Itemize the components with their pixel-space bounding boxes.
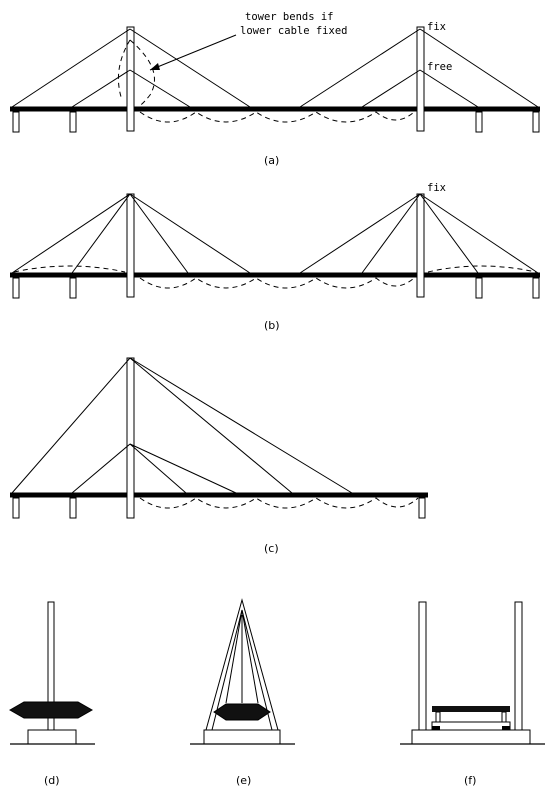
pier bbox=[418, 497, 426, 519]
deck-section-d bbox=[8, 701, 94, 719]
annotation-fix-b: fix bbox=[427, 182, 446, 194]
pier bbox=[69, 277, 77, 299]
tower-a-left bbox=[126, 26, 135, 132]
cable bbox=[129, 443, 187, 494]
cable bbox=[419, 193, 539, 274]
label-e: (e) bbox=[236, 774, 251, 787]
tower-f-left bbox=[418, 601, 427, 731]
pier bbox=[475, 277, 483, 299]
cable bbox=[129, 193, 189, 274]
tower-f-right bbox=[514, 601, 523, 731]
cable bbox=[361, 69, 421, 108]
label-c: (c) bbox=[264, 542, 279, 555]
cable bbox=[361, 193, 421, 274]
label-b: (b) bbox=[264, 319, 280, 332]
cable bbox=[11, 193, 131, 274]
tower-b-left bbox=[126, 193, 135, 298]
arrow-head bbox=[150, 63, 160, 70]
panel-c: (c) bbox=[10, 357, 428, 555]
cable bbox=[129, 357, 353, 494]
pier bbox=[69, 497, 77, 519]
annotation-fix-a: fix bbox=[427, 21, 446, 33]
pier-cap-f bbox=[411, 729, 531, 745]
deck-section-e bbox=[213, 703, 271, 721]
tower-c bbox=[126, 357, 135, 519]
tower-bend-dashed-2 bbox=[117, 39, 131, 101]
deck-deflection-c bbox=[139, 497, 419, 509]
panel-f: (f) bbox=[400, 601, 545, 787]
pier bbox=[69, 111, 77, 133]
cable bbox=[241, 609, 259, 704]
annotation-arrow bbox=[149, 34, 237, 71]
cable bbox=[129, 443, 237, 494]
deck-deflection-a bbox=[139, 111, 415, 123]
deck-deflection-b-right bbox=[427, 265, 537, 273]
cable bbox=[129, 69, 191, 108]
cable bbox=[11, 357, 131, 494]
annotation-tower-bends-line1: tower bends if bbox=[245, 11, 334, 23]
cable bbox=[129, 357, 293, 494]
pier bbox=[12, 497, 20, 519]
annotation-tower-bends-line2: lower cable fixed bbox=[240, 25, 347, 37]
pier bbox=[12, 277, 20, 299]
tower-bend-dashed bbox=[129, 39, 155, 111]
label-d: (d) bbox=[44, 774, 60, 787]
cable bbox=[129, 193, 251, 274]
panel-a: tower bends if lower cable fixed fix fre… bbox=[10, 11, 540, 167]
cable bbox=[299, 28, 421, 108]
panel-e: (e) bbox=[190, 598, 295, 787]
annotation-free-a: free bbox=[427, 61, 452, 73]
tower-a-right bbox=[416, 26, 425, 132]
label-f: (f) bbox=[464, 774, 476, 787]
pier bbox=[475, 111, 483, 133]
pier bbox=[532, 277, 540, 299]
cable bbox=[71, 193, 131, 274]
cable bbox=[225, 609, 243, 704]
cable bbox=[419, 193, 479, 274]
cable bbox=[419, 28, 539, 108]
deck-deflection-b bbox=[139, 277, 415, 289]
pier-cap-e bbox=[203, 729, 281, 745]
panel-d: (d) bbox=[8, 601, 95, 787]
pier bbox=[532, 111, 540, 133]
deck-deflection-b-left bbox=[13, 265, 126, 273]
label-a: (a) bbox=[264, 154, 279, 167]
cable bbox=[71, 69, 131, 108]
cable bbox=[11, 28, 131, 108]
pier bbox=[12, 111, 20, 133]
deck-section-f bbox=[432, 706, 510, 712]
tower-b-right bbox=[416, 193, 425, 298]
bearing-f bbox=[502, 726, 510, 730]
deck-girder-f bbox=[431, 721, 511, 731]
cable bbox=[299, 193, 421, 274]
cable bbox=[71, 443, 131, 494]
bearing-f bbox=[432, 726, 440, 730]
panel-b: fix (b) bbox=[10, 182, 540, 332]
pier-cap-d bbox=[27, 729, 77, 745]
cable bbox=[129, 28, 251, 108]
cable bbox=[419, 69, 479, 108]
